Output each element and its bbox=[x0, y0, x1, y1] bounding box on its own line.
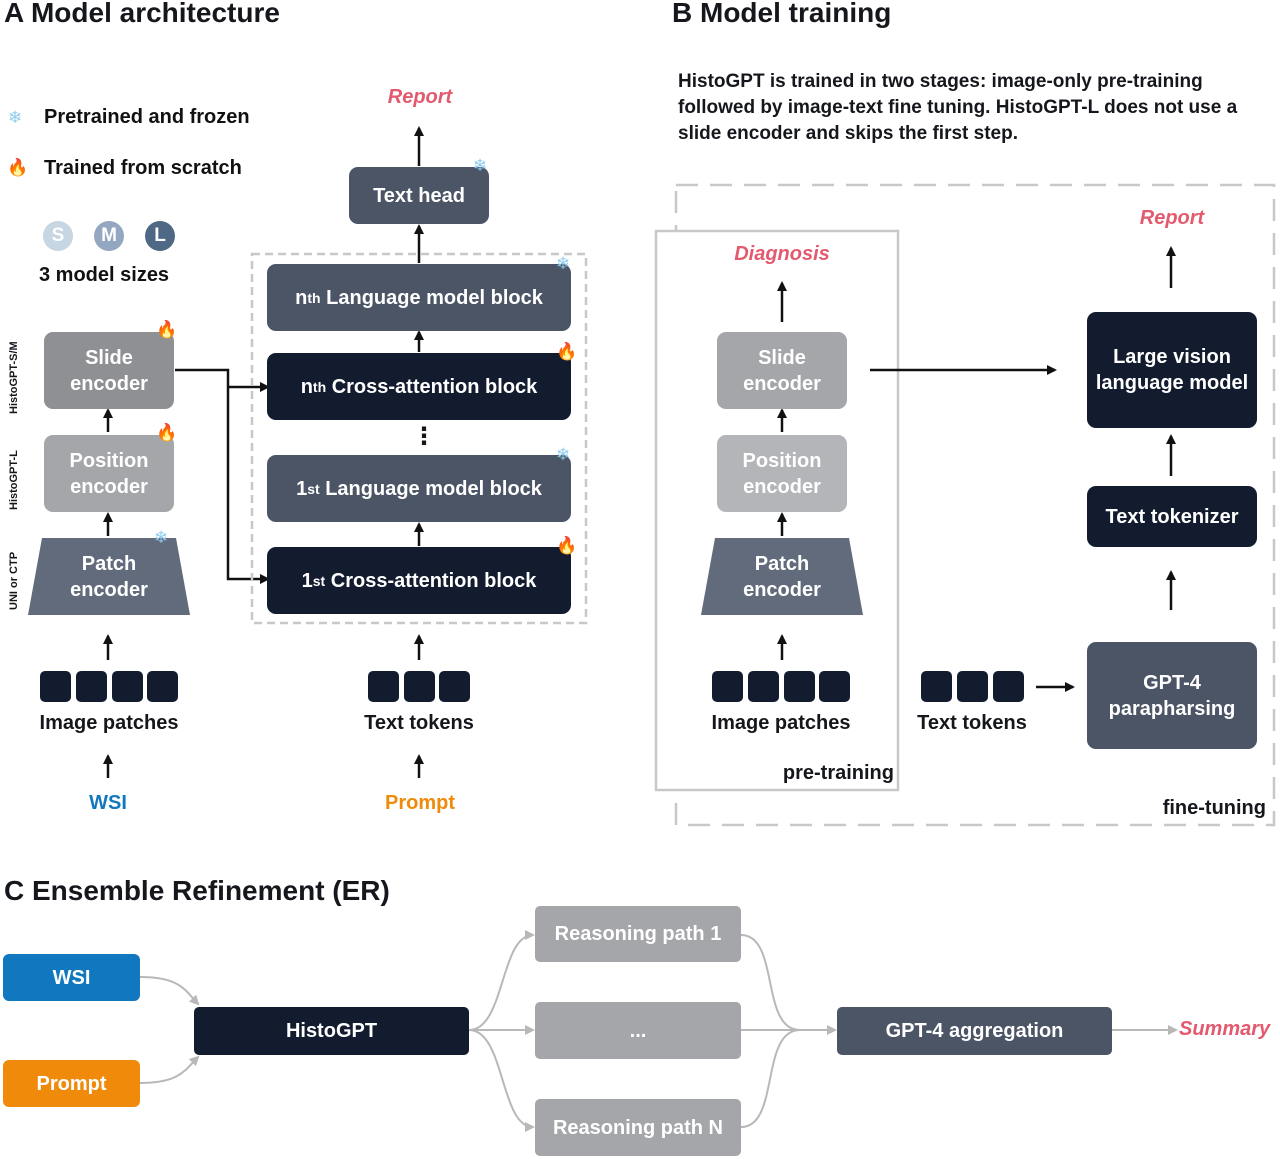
text-tokenizer: Text tokenizer bbox=[1087, 486, 1257, 547]
histogpt-model: HistoGPT bbox=[194, 1007, 469, 1055]
patch-encoder-b: Patch encoder bbox=[743, 552, 821, 601]
training-description: HistoGPT is trained in two stages: image… bbox=[678, 71, 1238, 144]
fire-icon: 🔥 bbox=[556, 342, 578, 361]
connector-wsi-to-histogpt bbox=[139, 976, 200, 1006]
prompt-label-a: Prompt bbox=[385, 792, 455, 814]
report-label-b: Report bbox=[1139, 207, 1205, 229]
text-tokens-label-a: Text tokens bbox=[364, 712, 474, 734]
sizes-label: 3 model sizes bbox=[39, 264, 170, 286]
connector-slide-to-ca bbox=[175, 368, 270, 584]
image-patch-token bbox=[784, 671, 815, 702]
text-token bbox=[439, 671, 470, 702]
gpt4-paraphrasing: GPT-4 parapharsing bbox=[1087, 642, 1257, 749]
finetuning-label: fine-tuning bbox=[1162, 797, 1266, 819]
text-token bbox=[921, 671, 952, 702]
snowflake-icon: ❄ bbox=[473, 156, 488, 175]
connector-histogpt-to-path1 bbox=[468, 930, 535, 1031]
ca-block-label: Cross-attention block bbox=[331, 375, 538, 398]
text-token bbox=[368, 671, 399, 702]
panel-a-title: A Model architecture bbox=[4, 0, 280, 28]
diagnosis-label: Diagnosis bbox=[734, 243, 830, 265]
text-tokens-label-b: Text tokens bbox=[917, 712, 1027, 734]
text-token bbox=[404, 671, 435, 702]
slide-encoder-a: Slide encoder bbox=[44, 332, 174, 409]
prompt-input: Prompt bbox=[3, 1060, 140, 1107]
large-vision-language-model: Large vision language model bbox=[1087, 312, 1257, 428]
reasoning-path-1: Reasoning path 1 bbox=[535, 906, 741, 962]
wsi-label-a: WSI bbox=[89, 792, 127, 814]
layer-ellipsis: ⋮ bbox=[412, 423, 436, 450]
patch-encoder-shape-a bbox=[28, 538, 190, 615]
gpt4-aggregation: GPT-4 aggregation bbox=[837, 1007, 1112, 1055]
image-patch-token bbox=[40, 671, 71, 702]
panel-c-title: C Ensemble Refinement (ER) bbox=[4, 875, 390, 906]
panel-b-title: B Model training bbox=[672, 0, 892, 28]
side-label-histogpt-sm: HistoGPT-S/M bbox=[8, 341, 20, 414]
snowflake-icon: ❄ bbox=[154, 528, 169, 547]
image-patch-token bbox=[76, 671, 107, 702]
image-patch-token bbox=[112, 671, 143, 702]
wsi-input: WSI bbox=[3, 954, 140, 1001]
connector-prompt-to-histogpt bbox=[139, 1055, 200, 1084]
patch-encoder-a: Patch encoder bbox=[70, 552, 148, 601]
fire-icon: 🔥 bbox=[156, 423, 178, 442]
legend-frozen-label: Pretrained and frozen bbox=[44, 106, 250, 128]
size-l-badge: L bbox=[145, 221, 175, 251]
size-s-badge: S bbox=[43, 221, 73, 251]
connector-histogpt-to-pathN bbox=[468, 1029, 535, 1132]
image-patches-label-b: Image patches bbox=[711, 712, 851, 734]
fire-icon: 🔥 bbox=[156, 320, 178, 339]
text-head: Text head bbox=[349, 167, 489, 224]
side-label-uni-ctp: UNI or CTP bbox=[8, 551, 20, 610]
pretraining-label: pre-training bbox=[782, 762, 894, 784]
image-patches-label-a: Image patches bbox=[39, 712, 179, 734]
text-token bbox=[957, 671, 988, 702]
connector-pathN-to-agg bbox=[740, 1029, 801, 1128]
fire-icon: 🔥 bbox=[7, 158, 29, 177]
snowflake-icon: ❄ bbox=[556, 254, 571, 273]
snowflake-icon: ❄ bbox=[8, 108, 23, 127]
first-prefix: 1 bbox=[301, 569, 313, 592]
position-encoder-a: Position encoder bbox=[44, 435, 174, 512]
first-prefix: 1 bbox=[296, 477, 308, 500]
report-label-a: Report bbox=[387, 86, 453, 108]
snowflake-icon: ❄ bbox=[556, 445, 571, 464]
lm-block-label: Language model block bbox=[325, 477, 542, 500]
image-patch-token bbox=[819, 671, 850, 702]
nth-prefix: n bbox=[295, 286, 308, 309]
nth-prefix: n bbox=[300, 375, 313, 398]
image-patch-token bbox=[712, 671, 743, 702]
text-token bbox=[993, 671, 1024, 702]
patch-encoder-shape-b bbox=[701, 538, 863, 615]
lm-block-label: Language model block bbox=[326, 286, 543, 309]
summary-label: Summary bbox=[1179, 1018, 1271, 1040]
image-patch-token bbox=[748, 671, 779, 702]
ca-block-label: Cross-attention block bbox=[330, 569, 537, 592]
side-label-histogpt-l: HistoGPT-L bbox=[8, 450, 20, 510]
image-patch-token bbox=[147, 671, 178, 702]
slide-encoder-b: Slide encoder bbox=[717, 332, 847, 409]
reasoning-path-n: Reasoning path N bbox=[535, 1099, 741, 1156]
position-encoder-b: Position encoder bbox=[717, 435, 847, 512]
legend-scratch-label: Trained from scratch bbox=[44, 157, 242, 179]
fire-icon: 🔥 bbox=[556, 536, 578, 555]
reasoning-path-ellipsis: ... bbox=[535, 1002, 741, 1059]
connector-path1-to-agg bbox=[740, 934, 801, 1031]
size-m-badge: M bbox=[94, 221, 124, 251]
